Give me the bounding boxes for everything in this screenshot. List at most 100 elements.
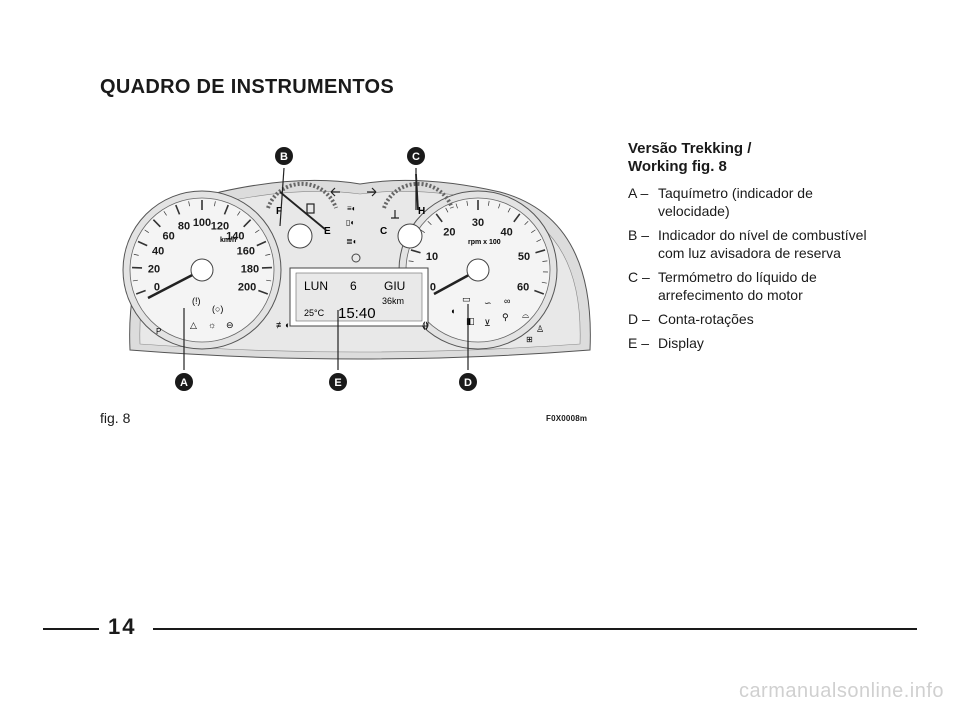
tachometer-minor-tick: [420, 229, 425, 234]
brake-warning-icon: (!): [192, 296, 201, 306]
temp-cold-label: C: [380, 226, 387, 237]
seatbelt-icon: ⚲: [502, 312, 509, 322]
tyre-pressure-icon: ◖: [450, 306, 455, 316]
hazard-warning-icon: △: [190, 320, 197, 330]
tachometer-minor-tick: [427, 220, 432, 225]
legend-key: C –: [628, 269, 650, 285]
display-day: LUN: [304, 279, 328, 293]
tachometer-minor-tick: [455, 203, 458, 209]
temp-gauge-hub: [397, 223, 423, 249]
legend-item-d: D – Conta-rotações: [628, 310, 868, 328]
callout-d-label: D: [464, 377, 472, 389]
fuel-pump-icon: [306, 203, 315, 214]
legend: Versão Trekking / Working fig. 8 A – Taq…: [628, 140, 868, 358]
speedometer-label: 20: [148, 263, 160, 275]
tachometer-hub: [466, 258, 490, 282]
legend-text: Display: [658, 335, 704, 351]
callout-d: D: [459, 373, 477, 391]
oil-pressure-icon: ∽: [484, 298, 492, 308]
callout-b-label: B: [280, 151, 288, 163]
right-turn-signal-icon: [367, 187, 377, 197]
tachometer-minor-tick: [498, 203, 501, 209]
tachometer-minor-tick: [507, 207, 511, 213]
abs-warning-icon: (○): [212, 304, 223, 314]
indicator-lamp-icon: [351, 253, 361, 263]
tachometer-label: 30: [472, 217, 484, 229]
fuel-gauge-needle: [279, 191, 327, 231]
speedometer-minor-tick: [237, 211, 241, 216]
speedometer-label: 80: [178, 220, 190, 232]
tachometer-label: 10: [426, 251, 438, 263]
tachometer-minor-tick: [541, 281, 547, 284]
speedometer-label: 40: [152, 245, 164, 257]
water-in-fuel-icon: ⊻: [484, 318, 491, 328]
speedometer-label: 140: [226, 230, 244, 242]
legend-title-line-1: Versão Trekking /: [628, 140, 752, 157]
legend-item-e: E – Display: [628, 334, 868, 352]
tachometer-label: 40: [501, 226, 513, 238]
speedometer-major-tick: [152, 219, 161, 228]
legend-key: B –: [628, 227, 650, 243]
callout-c: C: [407, 147, 425, 165]
page-title: QUADRO DE INSTRUMENTOS: [100, 76, 395, 98]
speedometer-major-tick: [135, 289, 146, 295]
high-beam-icon: ≡◐: [347, 204, 357, 213]
low-beam-icon: ▯◐: [346, 218, 355, 227]
speedometer-minor-tick: [255, 229, 260, 234]
speedometer-label: 200: [238, 281, 256, 293]
speedometer-label: 160: [237, 245, 255, 257]
callout-c-label: C: [412, 151, 420, 163]
tachometer-unit: rpm x 100: [468, 239, 501, 246]
display-date: 6: [350, 279, 357, 293]
tachometer-minor-tick: [488, 200, 490, 206]
tachometer-minor-tick: [466, 200, 468, 206]
tachometer-label: 60: [517, 281, 529, 293]
footer-rule-right: [153, 628, 917, 630]
legend-item-c: C – Termómetro do líquido de arrefecimen…: [628, 268, 868, 304]
legend-text: Indicador do nível de combustível com lu…: [658, 227, 867, 261]
speedometer-label: 0: [154, 281, 160, 293]
boot-open-icon: ⌓: [522, 310, 529, 320]
tachometer-major-tick: [534, 289, 545, 295]
speedometer-major-tick: [223, 204, 229, 215]
speedometer-minor-tick: [132, 279, 138, 282]
speedometer-hub: [190, 258, 214, 282]
legend-text: Conta-rotações: [658, 311, 754, 327]
battery-warning-icon: ▭: [462, 294, 471, 304]
legend-key: E –: [628, 335, 650, 351]
temp-gauge-scale: [382, 181, 454, 209]
door-open-icon: ◧: [466, 316, 475, 326]
legend-title-line-2: Working fig. 8: [628, 158, 727, 175]
coolant-temp-icon: [391, 210, 399, 219]
speedometer-minor-tick: [133, 253, 139, 256]
tachometer-minor-tick: [531, 229, 536, 234]
tachometer-minor-tick: [445, 207, 449, 213]
callout-e-label: E: [334, 377, 341, 389]
legend-key: A –: [628, 185, 649, 201]
speedometer-label: 60: [163, 230, 175, 242]
speedometer-major-tick: [256, 240, 267, 247]
fuel-gauge-hub: [287, 223, 313, 249]
temp-hot-label: H: [418, 206, 425, 217]
speedometer-major-tick: [258, 289, 269, 295]
page-number: 14: [108, 614, 137, 639]
tachometer-minor-tick: [408, 260, 414, 262]
airbag-icon: ♙: [536, 324, 544, 334]
legend-text: Taquímetro (indicador de velocidade): [658, 185, 813, 219]
speedometer-minor-tick: [214, 201, 216, 207]
parking-brake-label: P: [156, 327, 161, 336]
tachometer-major-tick: [435, 213, 443, 223]
legend-key: D –: [628, 311, 650, 327]
callout-b-line: [279, 167, 285, 227]
legend-item-b: B – Indicador do nível de combustível co…: [628, 226, 868, 262]
fuel-full-label: F: [276, 206, 282, 217]
speedometer-minor-tick: [144, 229, 149, 234]
tachometer-minor-tick: [536, 239, 542, 242]
fuel-empty-label: E: [324, 226, 331, 237]
speedometer-minor-tick: [188, 201, 190, 207]
figure-code: F0X0008m: [546, 414, 588, 423]
legend-text: Termómetro do líquido de arrefecimento d…: [658, 269, 817, 303]
speedometer-label: 180: [241, 263, 259, 275]
